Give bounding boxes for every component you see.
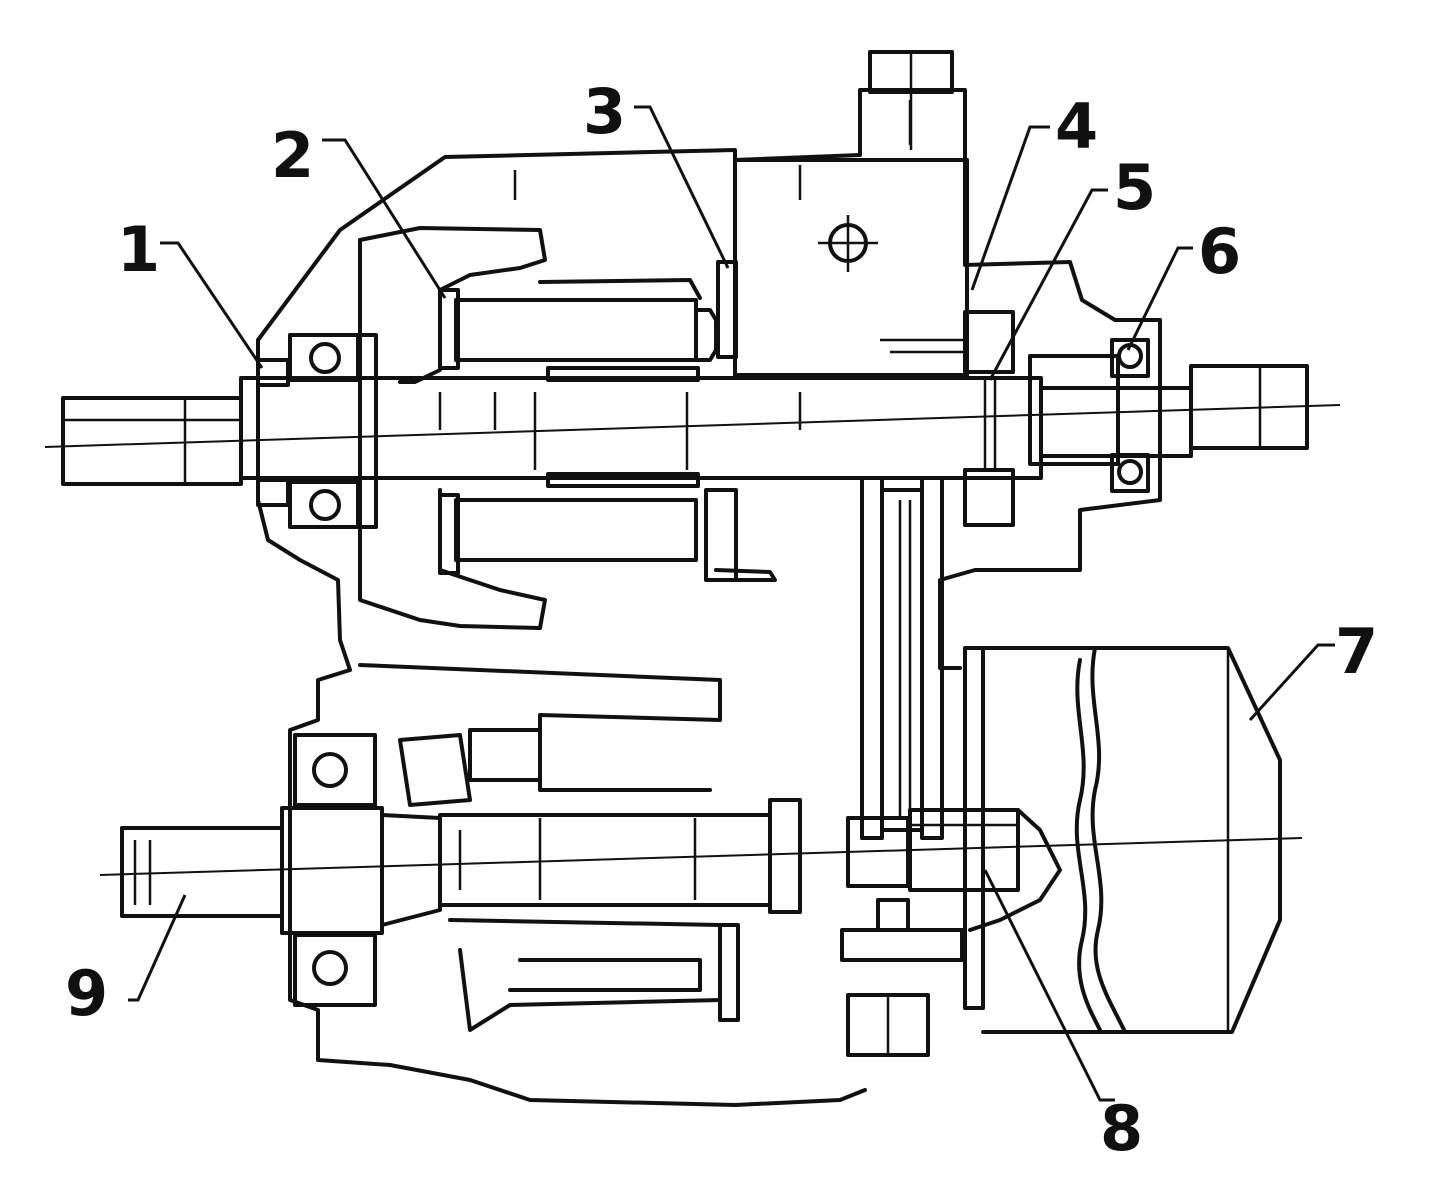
upper-piston-group: [358, 226, 777, 630]
upper-axis-centerline: [44, 404, 1341, 448]
callout-label-8: 8: [1100, 1092, 1143, 1165]
callout-label-1: 1: [117, 213, 160, 286]
callout-label-9: 9: [65, 957, 108, 1030]
lower-left-bearing: [293, 733, 377, 1007]
callout-2: 2: [271, 119, 447, 299]
lower-piston-group: [358, 663, 740, 1032]
callout-6: 6: [1126, 215, 1241, 351]
callout-label-6: 6: [1198, 215, 1241, 288]
callout-label-7: 7: [1335, 615, 1378, 688]
pinion-gear: [840, 808, 1062, 1057]
callout-label-4: 4: [1055, 90, 1098, 163]
callout-1: 1: [117, 213, 264, 369]
intermediate-gear-shaft: [860, 476, 944, 840]
callout-label-5: 5: [1113, 151, 1156, 224]
callout-label-2: 2: [271, 119, 314, 192]
callout-9: 9: [65, 894, 187, 1030]
lower-axis-centerline: [99, 837, 1303, 876]
lower-drive-shaft: [120, 798, 802, 935]
callout-5: 5: [988, 151, 1156, 381]
callout-8: 8: [983, 869, 1143, 1165]
callout-label-3: 3: [583, 75, 626, 148]
callout-4: 4: [970, 90, 1098, 291]
upper-left-bearing: [256, 333, 378, 529]
callout-3: 3: [583, 75, 730, 269]
callout-7: 7: [1248, 615, 1378, 722]
